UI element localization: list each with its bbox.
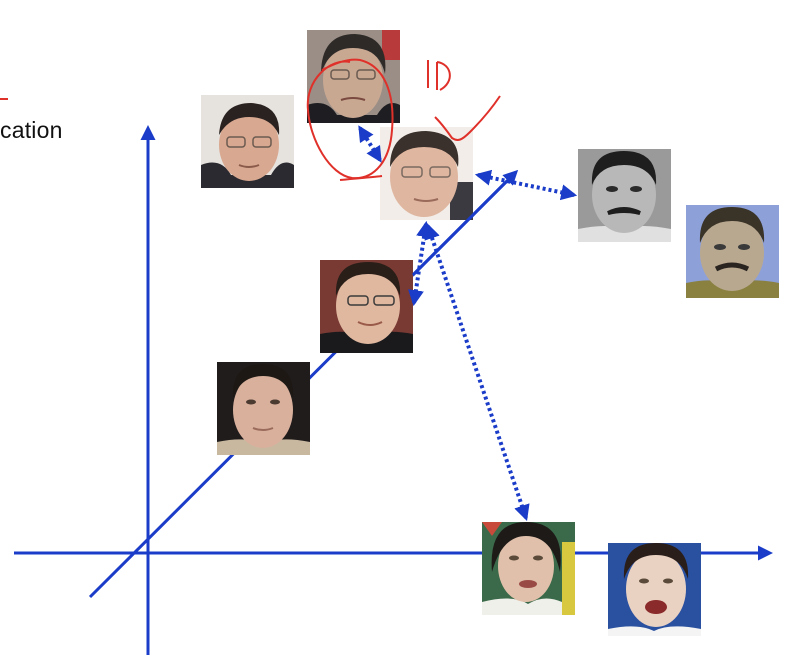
slide-caption-fragment: cation xyxy=(0,117,63,143)
face-older-man-circled xyxy=(307,30,400,123)
red-annotation-mark xyxy=(0,98,8,100)
face-woman-1 xyxy=(482,522,575,615)
diagonal-axis-overlay xyxy=(411,170,518,277)
face-young-man-glasses xyxy=(320,260,413,353)
face-mustache-man-gray xyxy=(578,149,671,242)
red-id-letter-d xyxy=(436,61,451,91)
red-circle-annotation xyxy=(306,58,394,180)
arrow-center-to-young-glasses xyxy=(408,220,432,307)
face-older-man-glasses-1 xyxy=(201,95,294,188)
face-older-man-glasses-2 xyxy=(380,127,473,220)
arrow-center-to-woman xyxy=(424,222,530,522)
face-mustache-man-blue xyxy=(686,205,779,298)
face-young-man xyxy=(217,362,310,455)
face-woman-2 xyxy=(608,543,701,636)
arrow-circled-to-center xyxy=(358,125,382,163)
red-check-annotation xyxy=(434,95,501,141)
arrow-center-to-mustache xyxy=(474,169,578,201)
red-underline-annotation xyxy=(339,175,383,181)
